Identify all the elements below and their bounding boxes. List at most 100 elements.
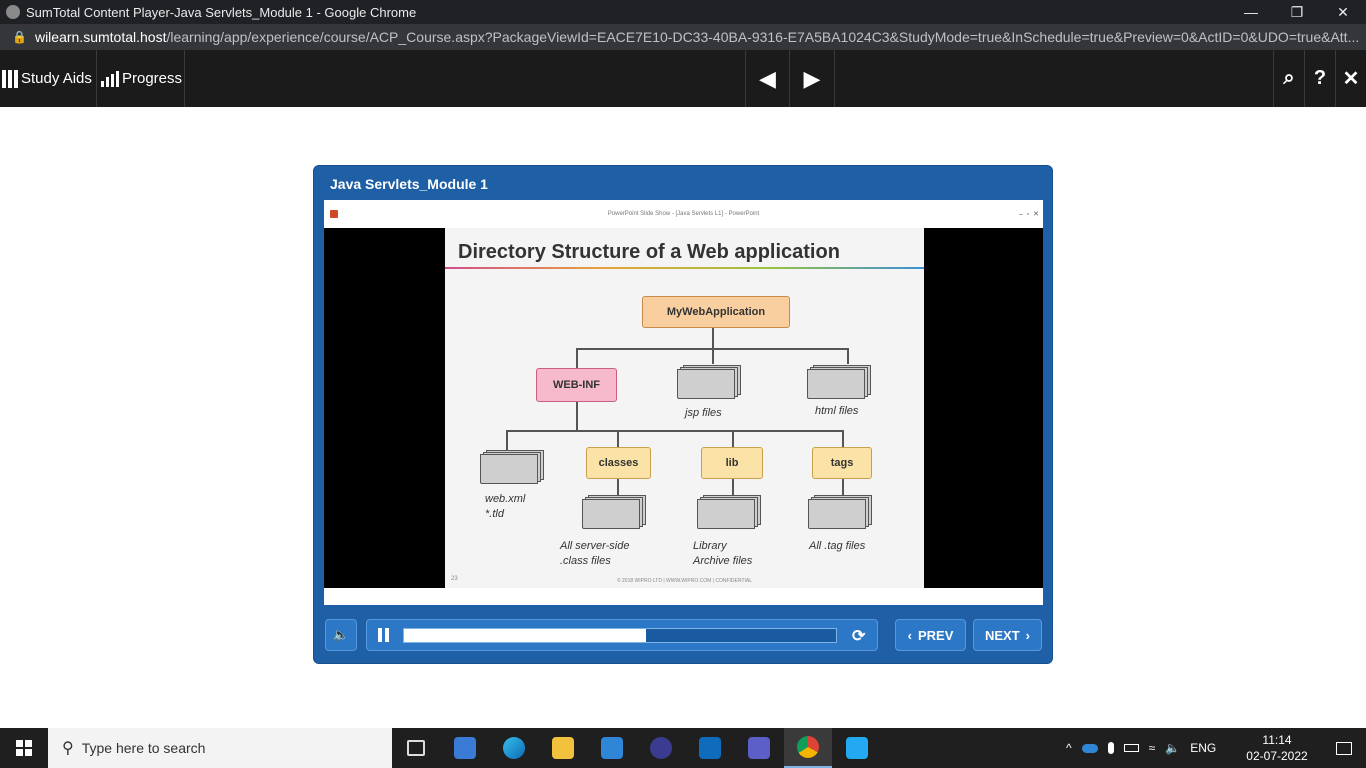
ppt-status-strip (324, 588, 1043, 605)
slide-footer: © 2018 WIPRO LTD | WWW.WIPRO.COM | CONFI… (616, 578, 753, 584)
content-player: Java Servlets_Module 1 PowerPoint Slide … (313, 165, 1053, 664)
lib-label-line-1: Library (693, 540, 727, 552)
connector (732, 430, 734, 448)
language-indicator[interactable]: ENG (1190, 741, 1217, 755)
next-button[interactable]: NEXT › (973, 619, 1042, 651)
classes-label-line-1: All server-side (560, 540, 630, 552)
lib-label-line-2: Archive files (693, 555, 753, 567)
seek-slider[interactable] (403, 628, 837, 643)
ppt-icon (330, 210, 338, 218)
lib-node: lib (701, 447, 763, 479)
notifications-icon[interactable] (1322, 728, 1366, 768)
browser-title-bar: SumTotal Content Player-Java Servlets_Mo… (0, 0, 1366, 24)
slide-number: 23 (451, 576, 458, 582)
playback-bar: ⟳ (366, 619, 878, 651)
progress-label: Progress (122, 70, 183, 87)
chevron-up-icon[interactable]: ^ (1066, 741, 1072, 755)
library-files-icon (697, 495, 761, 529)
player-title: Java Servlets_Module 1 (330, 176, 488, 192)
next-arrow-button[interactable]: ▶ (790, 50, 835, 107)
microphone-icon[interactable] (1107, 742, 1114, 754)
system-tray: ^ ≈ 🔈 ENG (1066, 728, 1216, 768)
tag-files-icon (808, 495, 872, 529)
slide: Directory Structure of a Web application… (445, 228, 924, 588)
ppt-window-title: PowerPoint Slide Show - [Java Servlets L… (607, 211, 760, 217)
speaker-icon: 🔈 (332, 627, 350, 642)
pause-icon[interactable] (378, 628, 389, 642)
connector (732, 479, 734, 495)
search-icon: ⚲ (62, 740, 74, 757)
connector (617, 430, 619, 448)
prev-button[interactable]: ‹ PREV (895, 619, 966, 651)
slide-viewport: PowerPoint Slide Show - [Java Servlets L… (324, 200, 1043, 605)
classes-label-line-2: .class files (560, 555, 611, 567)
connector (842, 479, 844, 495)
connector (617, 479, 619, 495)
connector (506, 430, 508, 450)
mail-icon[interactable] (588, 728, 636, 768)
prev-label: PREV (917, 627, 954, 643)
webinf-node: WEB-INF (536, 368, 617, 402)
connector (847, 348, 849, 364)
seek-progress-fill (404, 629, 646, 642)
slide-title-rule (445, 267, 924, 269)
search-placeholder: Type here to search (81, 740, 206, 756)
edge-icon[interactable] (490, 728, 538, 768)
html-files-icon (807, 365, 871, 399)
webxml-files-icon (480, 450, 544, 484)
replay-icon[interactable]: ⟳ (852, 628, 866, 645)
onedrive-icon[interactable] (1081, 743, 1098, 753)
task-view-icon[interactable] (392, 728, 440, 768)
classes-files-label: All server-side .class files (560, 539, 630, 569)
study-aids-button[interactable]: Study Aids (0, 50, 97, 107)
store-icon[interactable] (441, 728, 489, 768)
previous-arrow-button[interactable]: ◀ (745, 50, 790, 107)
volume-button[interactable]: 🔈 (325, 619, 357, 651)
clock[interactable]: 11:14 02-07-2022 (1244, 728, 1310, 768)
next-label: NEXT (984, 627, 1020, 643)
help-icon[interactable]: ? (1304, 50, 1335, 107)
ppt-window-bar: PowerPoint Slide Show - [Java Servlets L… (324, 200, 1043, 228)
restore-button[interactable]: ❐ (1290, 3, 1304, 20)
slide-title: Directory Structure of a Web application (458, 241, 840, 263)
close-icon[interactable]: ✕ (1335, 50, 1366, 107)
html-files-label: html files (815, 405, 859, 417)
progress-bars-icon (101, 70, 119, 87)
tags-node: tags (812, 447, 872, 479)
battery-icon[interactable] (1123, 744, 1139, 752)
lock-icon: 🔒 (12, 30, 27, 44)
study-aids-icon (2, 69, 18, 88)
chrome-icon (6, 5, 20, 19)
search-icon[interactable]: ⌕ (1273, 50, 1304, 107)
chrome-taskbar-icon[interactable] (784, 728, 832, 768)
webxml-label-line-2: *.tld (485, 508, 504, 520)
webxml-label-line-1: web.xml (485, 493, 526, 505)
chevron-left-icon: ‹ (907, 627, 912, 643)
outlook-icon[interactable] (686, 728, 734, 768)
connector (506, 430, 844, 432)
volume-icon[interactable]: 🔈 (1165, 741, 1181, 755)
connector (842, 430, 844, 448)
address-bar[interactable]: 🔒 wilearn.sumtotal.host/learning/app/exp… (0, 24, 1366, 50)
chevron-right-icon: › (1025, 627, 1030, 643)
classes-node: classes (586, 447, 651, 479)
taskbar-search-input[interactable]: ⚲ Type here to search (48, 728, 392, 768)
connector (576, 402, 578, 430)
jsp-files-label: jsp files (685, 407, 722, 419)
teams-icon[interactable] (735, 728, 783, 768)
start-button[interactable] (0, 728, 48, 768)
connector (712, 328, 714, 348)
progress-button[interactable]: Progress (98, 50, 185, 107)
minimize-button[interactable]: — (1244, 4, 1258, 20)
windows-icon (16, 740, 32, 756)
clock-time: 11:14 (1262, 733, 1292, 747)
file-explorer-icon[interactable] (539, 728, 587, 768)
root-node: MyWebApplication (642, 296, 790, 328)
vpn-icon[interactable] (637, 728, 685, 768)
close-window-button[interactable]: ✕ (1337, 3, 1349, 20)
player-toolbar: Study Aids Progress ◀ ▶ ⌕ ? ✕ (0, 50, 1366, 107)
tags-files-label: All .tag files (809, 540, 866, 552)
wifi-icon[interactable]: ≈ (1148, 741, 1156, 755)
vscode-icon[interactable] (833, 728, 881, 768)
